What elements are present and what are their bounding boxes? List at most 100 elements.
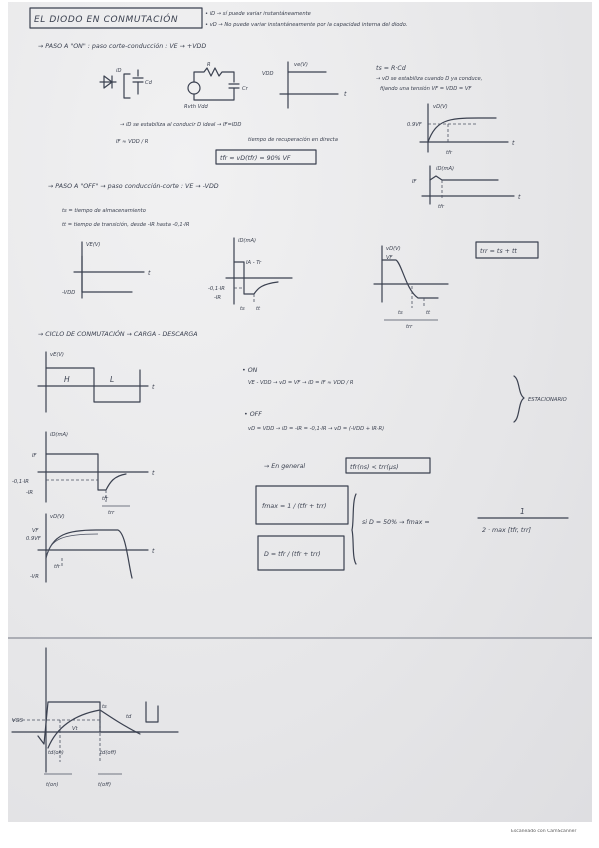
graph-ve-on: ve(V) VDD t [262, 61, 347, 109]
low-label: L [110, 375, 114, 384]
graph-vd-cycle: vD(V) VF 0.9VF -VR t tfr [26, 513, 155, 583]
if-level-label: IF [412, 179, 418, 185]
ia-tr-label: IA - Tr [246, 260, 262, 266]
ts-definition: ts = tiempo de almacenamiento [62, 208, 146, 214]
vf-level-label: 0.9VF [407, 122, 423, 128]
id-stab-note: → iD se estabiliza al conducir D ideal →… [120, 122, 241, 128]
t-axis-label: t [344, 90, 347, 98]
neg-01ir-label: -0,1·IR [208, 286, 225, 292]
neg-vr-label: -VR [30, 574, 39, 580]
notebook-page: EL DIODO EN CONMUTACIÓN • iD → sí puede … [8, 2, 592, 822]
ts-mark: ts [240, 306, 245, 312]
condition-brace [351, 493, 357, 565]
vf-cycle-label: VF [32, 528, 40, 534]
tfr-mark-2: tfr [438, 204, 445, 210]
tt-mark: tt [256, 306, 261, 312]
tfr-box [215, 149, 317, 165]
handwritten-notes: EL DIODO EN CONMUTACIÓN • iD → sí puede … [8, 7, 592, 788]
vt-label: Vt [72, 726, 79, 732]
graph-id-cycle: iD(mA) IF -0,1·IR -IR t tfr trr [12, 431, 155, 516]
fmax-equation: fmax = 1 / (tfr + trr) [262, 502, 326, 510]
t-axis-label-2: t [512, 139, 515, 147]
vd-cycle-axis-label: vD(V) [50, 514, 65, 520]
tt-definition: tt = tiempo de transición, desde -IR has… [62, 221, 190, 228]
t-axis-label-3: t [518, 193, 521, 201]
vd-axis-label: vD(V) [433, 104, 448, 110]
graph-id-on: iD(mA) IF t tfr [412, 165, 521, 210]
general-inequality: tfr(ns) < trr(μs) [350, 463, 399, 471]
graph-id-off: iD(mA) IA - Tr -0,1·IR -IR ts tt [208, 237, 293, 312]
tdon-mark: td(on) [48, 750, 64, 756]
diode-current-label: iD [116, 68, 121, 74]
graph-ve-off: VE(V) -VDD t [62, 241, 151, 299]
ve-cycle-axis-label: vE(V) [50, 352, 64, 358]
id-cycle-axis-label: iD(mA) [50, 432, 68, 438]
ts-switch-mark: ts [102, 704, 107, 710]
graph-switching-times: VGS Vt ts td td(on) td(off) t(on) t(off) [11, 647, 179, 788]
rc-circuit-drawing: R Cr Rvth Vdd [184, 62, 249, 110]
tfr-cycle-mark: tfr [102, 496, 109, 502]
ve-off-axis-label: VE(V) [86, 242, 100, 248]
fmax-box [255, 485, 349, 525]
ts-equation: ts = R·Cd [376, 64, 407, 72]
td-switch-mark: td [126, 714, 132, 720]
trr-equation: trr = ts + tt [480, 247, 517, 255]
scanner-footer: Escaneado con CamScanner [511, 829, 577, 834]
neg-01ir-cycle-label: -0,1·IR [12, 479, 29, 485]
trr-cycle-mark: trr [108, 510, 115, 516]
vf-off-label: VF [386, 255, 394, 261]
cr-label: Cr [242, 86, 249, 92]
ton-mark: t(on) [46, 782, 59, 788]
duty-condition: si D = 50% → fmax = [362, 519, 430, 526]
tfr-mark: tfr [446, 150, 453, 156]
graph-vd-off: vD(V) VF ts tt trr [373, 245, 449, 330]
section-off-heading: → PASO A "OFF" → paso conducción-corte :… [48, 182, 219, 190]
vd-off-axis-label: vD(V) [386, 246, 401, 252]
t-axis-label-5: t [152, 383, 155, 391]
general-label: → En general [264, 463, 305, 470]
vgs-label: VGS [12, 718, 24, 724]
tt-mark-2: tt [426, 310, 431, 316]
id-off-axis-label: iD(mA) [238, 238, 256, 244]
neg-ir-label: -IR [214, 295, 221, 301]
off-state-equation: vD = VDD → iD = -IR = -0,1·IR → vD = (-V… [248, 426, 384, 432]
neg-vdd-label: -VDD [62, 290, 75, 296]
steady-state-brace [513, 375, 525, 423]
duty-equation: D = tfr / (tfr + trr) [264, 550, 321, 558]
toff-mark: t(off) [98, 782, 111, 788]
steady-state-label: ESTACIONARIO [528, 397, 567, 403]
recovery-time-note: tiempo de recuperación en directa [248, 136, 338, 143]
vdd-level-label: VDD [262, 71, 274, 77]
vf09-cycle-label: 0.9VF [26, 536, 42, 542]
t-axis-label-7: t [152, 547, 155, 555]
vd-stab-note-2: fijando una tensión VF = VDD = VF [380, 85, 472, 92]
cd-label: Cd [145, 80, 153, 86]
ve-axis-label: ve(V) [294, 62, 308, 68]
on-state-label: • ON [242, 367, 258, 374]
trr-box [475, 241, 539, 259]
id-axis-label: iD(mA) [436, 166, 454, 172]
graph-vd-on: vD(V) 0.9VF t tfr [407, 103, 515, 156]
ts-mark-2: ts [398, 310, 403, 316]
if-equation: IF ≈ VDD / R [116, 139, 149, 145]
trr-mark: trr [406, 324, 413, 330]
neg-ir-cycle-label: -IR [26, 490, 33, 496]
off-state-label: • OFF [244, 411, 262, 418]
vdd-label: Rvth Vdd [184, 104, 208, 110]
fmax2-denominator: 2 · max [tfr, trr] [482, 526, 532, 534]
tfr-definition: tfr ≈ vD(tfr) = 90% VF [220, 154, 291, 162]
title-box [29, 7, 203, 29]
diode-model-drawing: iD Cd [99, 68, 153, 99]
high-label: H [64, 375, 70, 384]
t-axis-label-6: t [152, 469, 155, 477]
fmax2-numerator: 1 [520, 507, 525, 516]
t-axis-label-4: t [148, 269, 151, 277]
tdoff-mark: td(off) [100, 750, 116, 756]
tfr-cycle-mark-2: tfr [54, 564, 61, 570]
section-on-heading: → PASO A "ON" : paso corte-conducción : … [38, 42, 206, 50]
intro-line-2: • vD → No puede variar instantáneamente … [205, 21, 408, 28]
section-cycle-heading: → CICLO DE CONMUTACIÓN → CARGA - DESCARG… [38, 329, 198, 338]
graph-ve-cycle: vE(V) H L t [37, 351, 155, 413]
general-box [345, 457, 431, 474]
intro-line-1: • iD → sí puede variar instantáneamente [205, 10, 311, 17]
